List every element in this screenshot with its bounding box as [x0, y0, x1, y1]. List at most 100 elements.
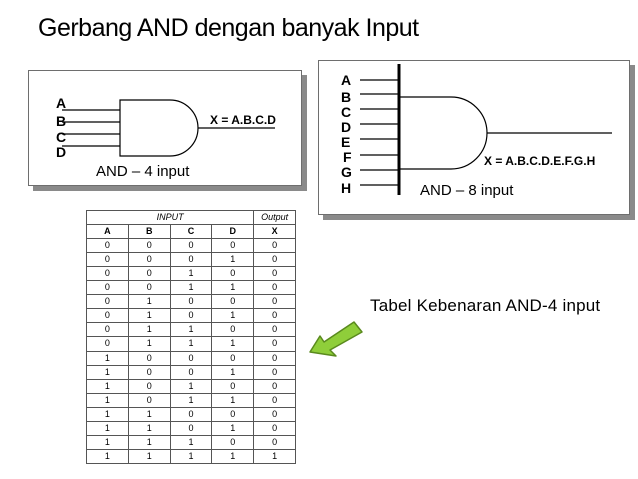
left-pointing-arrow-icon: [309, 321, 363, 357]
table-cell: 1: [127, 420, 171, 436]
gate8-input-f: F: [343, 149, 352, 165]
table-cell: 0: [127, 392, 171, 408]
table-cell: 0: [86, 308, 129, 324]
table-cell: 0: [211, 350, 255, 366]
gate4-caption: AND – 4 input: [96, 163, 190, 180]
table-cell: 1: [127, 308, 171, 324]
table-cell: 0: [127, 378, 171, 394]
table-cell: 0: [211, 434, 255, 450]
table-cell: 1: [127, 294, 171, 310]
table-cell: 0: [169, 237, 213, 254]
table-cell: 0: [169, 252, 213, 268]
table-cell: 1: [211, 280, 255, 296]
gate4-input-c: C: [56, 129, 66, 145]
table-cell: 0: [211, 378, 255, 394]
table-cell: 0: [253, 406, 296, 422]
gate8-input-h: H: [341, 180, 351, 196]
table-cell: 1: [127, 336, 171, 352]
table-cell: 0: [127, 252, 171, 268]
table-cell: 0: [127, 266, 171, 282]
truth-table-col-b: B: [127, 224, 171, 239]
table-cell: 0: [211, 237, 255, 254]
table-cell: 0: [169, 364, 213, 380]
table-cell: 1: [86, 448, 129, 465]
table-cell: 1: [169, 280, 213, 296]
table-cell: 1: [127, 406, 171, 422]
slide-title: Gerbang AND dengan banyak Input: [38, 14, 419, 42]
gate8-input-d: D: [341, 119, 351, 135]
table-cell: 0: [86, 280, 129, 296]
table-cell: 0: [86, 322, 129, 338]
table-cell: 0: [169, 420, 213, 436]
table-cell: 0: [253, 308, 296, 324]
gate8-caption: AND – 8 input: [420, 182, 514, 199]
table-cell: 0: [127, 350, 171, 366]
truth-table-output-group: Output: [253, 210, 296, 225]
table-cell: 1: [211, 420, 255, 436]
gate8-input-a: A: [341, 72, 351, 88]
table-cell: 1: [169, 266, 213, 282]
table-cell: 0: [253, 336, 296, 352]
truth-table-col-d: D: [211, 224, 255, 239]
table-cell: 0: [86, 237, 129, 254]
gate8-input-g: G: [341, 164, 352, 180]
table-cell: 0: [253, 350, 296, 366]
table-cell: 0: [86, 294, 129, 310]
table-cell: 1: [211, 364, 255, 380]
table-cell: 0: [211, 266, 255, 282]
table-cell: 0: [253, 266, 296, 282]
table-cell: 1: [127, 322, 171, 338]
table-cell: 1: [169, 378, 213, 394]
table-cell: 1: [253, 448, 296, 465]
and-gate-4: [62, 99, 275, 157]
table-cell: 1: [211, 448, 255, 465]
table-cell: 1: [127, 448, 171, 465]
gate4-output-expr: X = A.B.C.D: [210, 113, 276, 127]
table-cell: 0: [127, 237, 171, 254]
table-cell: 1: [169, 434, 213, 450]
truth-table-caption: Tabel Kebenaran AND-4 input: [370, 296, 601, 315]
gate4-input-a: A: [56, 95, 66, 111]
table-cell: 0: [211, 406, 255, 422]
gate8-body: [399, 96, 488, 170]
table-cell: 0: [86, 252, 129, 268]
table-cell: 0: [86, 266, 129, 282]
gate8-panel: [318, 60, 630, 215]
table-cell: 0: [211, 294, 255, 310]
table-cell: 0: [253, 392, 296, 408]
table-cell: 0: [253, 378, 296, 394]
arrow-shape: [309, 321, 363, 357]
table-cell: 1: [169, 392, 213, 408]
gate4-body: [119, 99, 199, 157]
truth-table-col-c: C: [169, 224, 213, 239]
gate8-input-b: B: [341, 89, 351, 105]
table-cell: 1: [86, 420, 129, 436]
table-cell: 0: [169, 350, 213, 366]
table-cell: 1: [169, 322, 213, 338]
table-cell: 0: [253, 280, 296, 296]
truth-table-input-group: INPUT: [85, 210, 255, 225]
table-cell: 0: [253, 364, 296, 380]
table-cell: 1: [86, 350, 129, 366]
table-cell: 0: [86, 336, 129, 352]
table-cell: 0: [253, 294, 296, 310]
gate8-input-c: C: [341, 104, 351, 120]
table-cell: 1: [169, 448, 213, 465]
table-cell: 1: [86, 406, 129, 422]
